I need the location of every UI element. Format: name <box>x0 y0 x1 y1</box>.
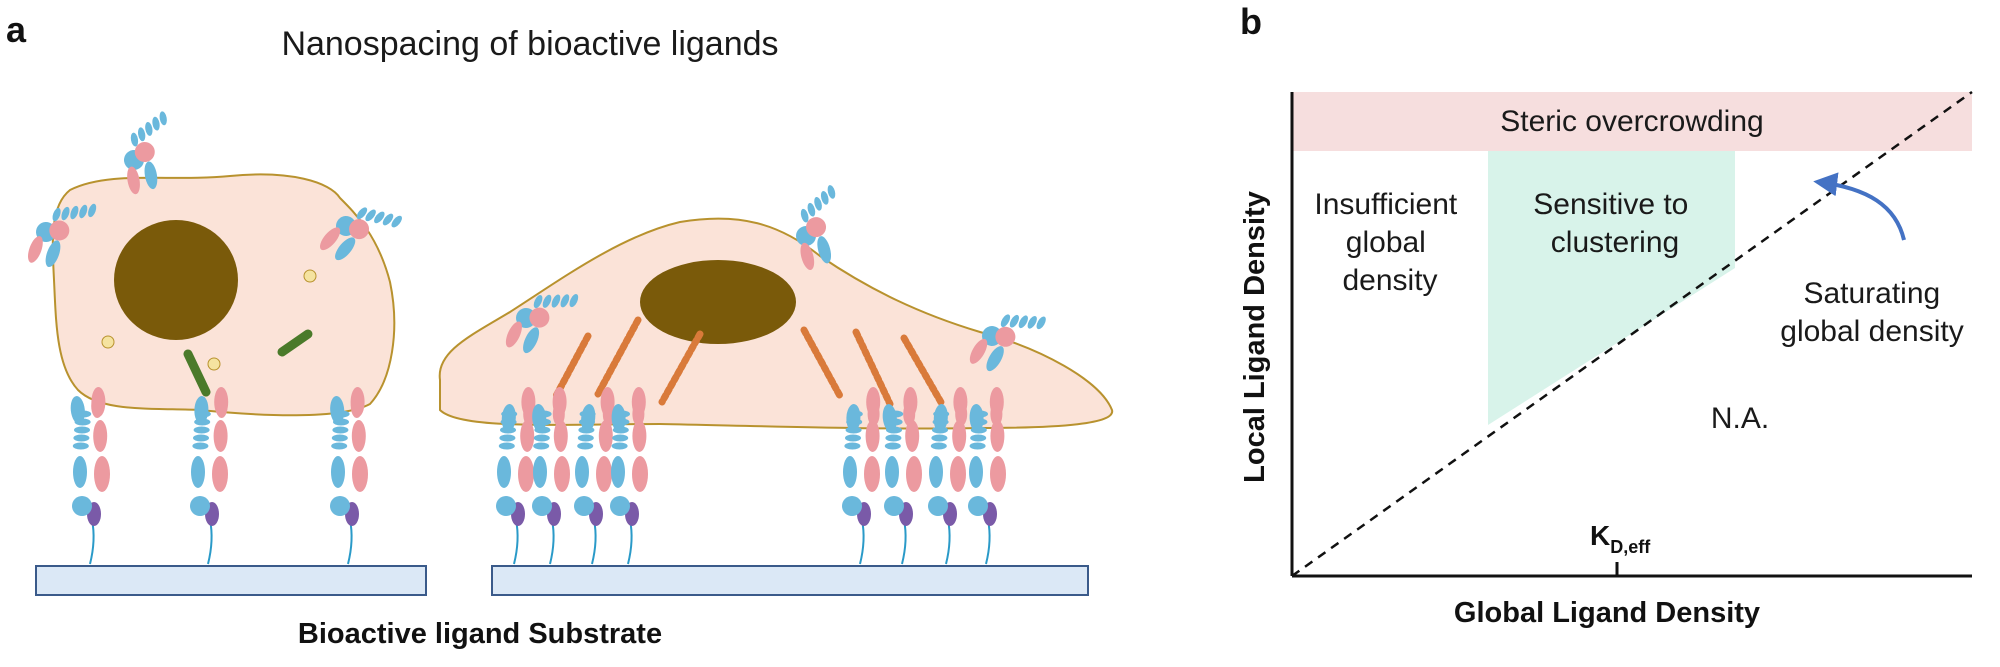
integrin-group <box>70 387 1006 565</box>
integrin <box>70 387 110 565</box>
x-axis-title: Global Ligand Density <box>1454 597 1760 629</box>
integrin <box>496 387 536 565</box>
unbound-integrin <box>505 294 579 354</box>
nucleus-left <box>114 220 238 340</box>
integrin <box>842 387 881 565</box>
unbound-integrin <box>969 314 1046 372</box>
integrin <box>928 387 968 565</box>
unbound-integrin <box>28 203 97 268</box>
integrin <box>190 387 229 565</box>
y-axis-title: Local Ligand Density <box>1239 191 1271 483</box>
region-saturating-global-density: Saturating global density <box>1780 277 1963 348</box>
panel-a-title: Nanospacing of bioactive ligands <box>281 25 778 63</box>
vesicle <box>207 357 221 371</box>
saturation-diagonal <box>1291 90 1973 578</box>
panel-a-label: a <box>6 9 27 50</box>
panel-b-label: b <box>1240 1 1262 42</box>
region-insufficient-global-density: Insufficient global density <box>1314 188 1465 297</box>
vesicle <box>101 335 115 349</box>
integrin <box>882 387 922 565</box>
unbound-integrin <box>796 185 836 270</box>
substrate-right <box>491 565 1089 596</box>
kd-label: KD,eff <box>1590 520 1651 557</box>
integrin <box>532 387 570 565</box>
nucleus-right <box>640 260 796 344</box>
integrin <box>610 387 648 565</box>
integrin <box>574 387 615 565</box>
internalized-receptor <box>183 329 313 397</box>
actin-fibers <box>552 316 946 408</box>
region-steric-overcrowding: Steric overcrowding <box>1500 105 1763 138</box>
unbound-integrins <box>28 111 1046 372</box>
unbound-integrin <box>124 111 167 195</box>
integrin <box>968 387 1006 565</box>
region-na: N.A. <box>1711 402 1769 435</box>
substrate-left <box>35 565 427 596</box>
integrin <box>330 387 368 565</box>
region-sensitive-to-clustering: Sensitive to clustering <box>1533 188 1696 259</box>
substrate-caption: Bioactive ligand Substrate <box>298 618 662 650</box>
saturating-arrow <box>1813 172 1906 241</box>
vesicle <box>303 269 317 283</box>
unbound-integrin <box>319 207 402 261</box>
clustering-band <box>1488 151 1735 425</box>
steric-overcrowding-band <box>1292 92 1972 151</box>
